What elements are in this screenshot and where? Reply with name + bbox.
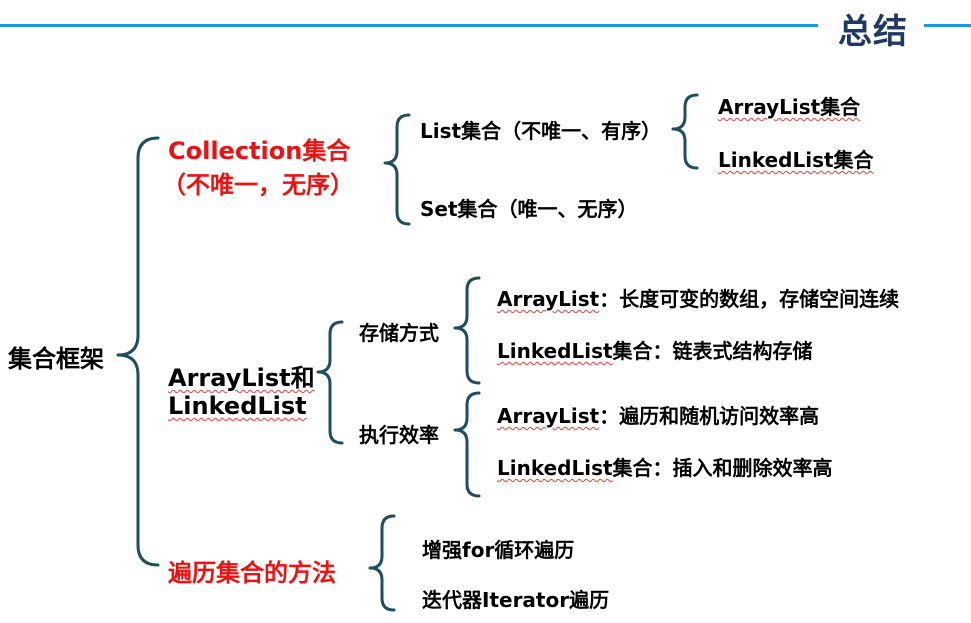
compare-title-text-2: LinkedList xyxy=(168,392,307,420)
storage-linkedlist: LinkedList集合：链表式结构存储 xyxy=(497,335,813,364)
brace-storage xyxy=(453,276,481,385)
storage-arraylist-name: ArrayList xyxy=(497,287,600,311)
list-node: List集合（不唯一、有序） xyxy=(420,119,662,143)
compare-title-text-1: ArrayList和 xyxy=(168,364,315,392)
foreach-node: 增强for循环遍历 xyxy=(422,538,575,562)
collection-subtitle: （不唯一，无序） xyxy=(162,171,354,199)
brace-efficiency xyxy=(453,391,481,498)
header-line-left xyxy=(0,24,818,27)
brace-iterate xyxy=(368,514,396,612)
collection-title: Collection集合 xyxy=(168,137,351,165)
iterator-node: 迭代器Iterator遍历 xyxy=(422,588,610,612)
set-node: Set集合（唯一、无序） xyxy=(420,197,638,221)
efficiency-arraylist-text: ：遍历和随机访问效率高 xyxy=(599,404,820,428)
storage-arraylist: ArrayList：长度可变的数组，存储空间连续 xyxy=(497,283,899,312)
efficiency-linkedlist-text: 集合：插入和删除效率高 xyxy=(612,456,833,480)
header-line-right xyxy=(924,24,971,27)
efficiency-linkedlist-name: LinkedList xyxy=(497,456,613,480)
efficiency-arraylist: ArrayList：遍历和随机访问效率高 xyxy=(497,400,819,429)
brace-list xyxy=(671,93,699,170)
storage-node: 存储方式 xyxy=(359,321,439,345)
efficiency-arraylist-name: ArrayList xyxy=(497,404,600,428)
root-node: 集合框架 xyxy=(8,345,104,373)
brace-compare xyxy=(316,320,344,445)
storage-linkedlist-text: 集合：链表式结构存储 xyxy=(612,339,813,363)
efficiency-linkedlist: LinkedList集合：插入和删除效率高 xyxy=(497,452,833,481)
compare-title-line1: ArrayList和 xyxy=(168,358,315,393)
arraylist-node: ArrayList集合 xyxy=(718,95,861,119)
storage-arraylist-text: ：长度可变的数组，存储空间连续 xyxy=(599,287,900,311)
brace-collection xyxy=(383,113,411,226)
storage-linkedlist-name: LinkedList xyxy=(497,339,613,363)
efficiency-node: 执行效率 xyxy=(359,423,439,447)
iterate-title: 遍历集合的方法 xyxy=(168,559,336,587)
compare-title-line2: LinkedList xyxy=(168,392,307,420)
linkedlist-node: LinkedList集合 xyxy=(718,148,874,172)
slide-title: 总结 xyxy=(838,12,908,52)
brace-root xyxy=(116,136,160,567)
